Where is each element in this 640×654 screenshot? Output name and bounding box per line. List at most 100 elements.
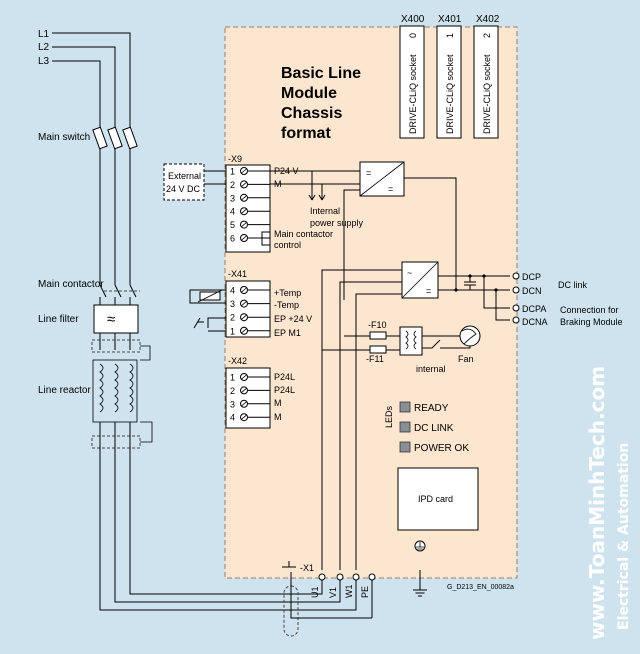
svg-text:~: ~: [407, 268, 412, 278]
socket-header-x400: X400: [401, 14, 425, 25]
socket-x401: [436, 25, 462, 139]
x41-pin-3: 3: [230, 299, 235, 309]
drive-cliq-sockets: X400 X401 X402 DRIVE-CLiQ socket DRIVE-C…: [399, 14, 500, 139]
drawing-code: G_D213_EN_00082a: [447, 584, 514, 591]
line-reactor-label: Line reactor: [38, 385, 91, 396]
x41-pin-1: 1: [230, 326, 235, 336]
external-label-1: External: [168, 171, 201, 181]
rectifier-dc-link: ~ = DCP DCN DCPA DCNA DC link Connection…: [321, 261, 623, 570]
x41-signal-2: -Temp: [274, 300, 299, 310]
x9-pin-2: 2: [230, 180, 235, 190]
watermark-url: www.ToanMinhTech.com: [585, 366, 609, 640]
module-title: Basic Line Module Chassis format: [281, 65, 361, 142]
svg-text:=: =: [366, 168, 371, 178]
led-power-ok: [399, 441, 411, 453]
braking-label-1: Connection for: [560, 305, 619, 315]
x9-pin-1: 1: [230, 167, 235, 177]
ipd-card: [397, 467, 479, 531]
phase-label-l2: L2: [38, 42, 50, 53]
main-switch-label: Main switch: [38, 132, 90, 143]
fuse-f10: -F10: [368, 320, 387, 330]
x42-pin-2: 2: [230, 386, 235, 396]
x42-pin-4: 4: [230, 413, 235, 423]
x9-pin-3: 3: [230, 193, 235, 203]
fan-transformer: [399, 326, 423, 356]
x1-pe: PE: [360, 586, 370, 598]
x42-signal-3: M: [274, 398, 282, 408]
x41-pin-2: 2: [230, 313, 235, 323]
terminal-dcna: DCNA: [522, 317, 548, 327]
line-filter-box: [93, 304, 139, 334]
external-24v-box: [163, 163, 205, 201]
socket-label-2: DRIVE-CLiQ socket: [482, 54, 492, 134]
socket-num-2: 2: [482, 33, 492, 38]
contactor-ctrl-label-1: Main contactor: [274, 229, 333, 239]
internal-label: internal: [416, 364, 446, 374]
x42-signal-2: P24L: [274, 385, 295, 395]
socket-x402: [473, 25, 499, 139]
x9-pin-5: 5: [230, 220, 235, 230]
svg-text:≈: ≈: [107, 311, 115, 328]
socket-header-x401: X401: [438, 14, 462, 25]
contactor-ctrl-label-2: control: [274, 240, 301, 250]
x42-signal-1: P24L: [274, 372, 295, 382]
x41-header: -X41: [228, 269, 247, 279]
socket-num-0: 0: [408, 33, 418, 38]
led-panel: LEDs READY DC LINK POWER OK: [384, 401, 469, 454]
x9-header: -X9: [228, 154, 242, 164]
x42-header: -X42: [228, 356, 247, 366]
phase-lines: L1 L2 L3 ≈: [38, 29, 373, 637]
x42-pin-3: 3: [230, 399, 235, 409]
x1-u1: U1: [310, 586, 320, 598]
title-line-4: format: [281, 125, 331, 142]
leds-title: LEDs: [384, 405, 394, 428]
terminal-dcn: DCN: [522, 286, 542, 296]
x1-terminals: -X1 U1 V1 W1 PE: [282, 561, 376, 599]
x41-signal-3: EP +24 V: [274, 314, 312, 324]
x1-v1: V1: [328, 587, 338, 598]
socket-label-1: DRIVE-CLiQ socket: [445, 54, 455, 134]
title-line-1: Basic Line: [281, 65, 361, 82]
socket-header-x402: X402: [476, 14, 500, 25]
external-label-2: 24 V DC: [166, 184, 201, 194]
terminal-dcpa: DCPA: [522, 304, 546, 314]
phase-label-l1: L1: [38, 29, 50, 40]
watermark-subtitle: Electrical & Automation: [616, 443, 632, 630]
internal-ps-label-2: power supply: [310, 218, 364, 228]
x41-pin-4: 4: [230, 286, 235, 296]
led-dc-link: [399, 421, 411, 433]
internal-ps-label-1: Internal: [310, 206, 340, 216]
led-dc-link-label: DC LINK: [414, 423, 454, 434]
braking-label-2: Braking Module: [560, 317, 623, 327]
led-ready: [399, 401, 411, 413]
socket-x400: [399, 25, 425, 139]
title-line-3: Chassis: [281, 105, 342, 122]
x41-terminal-block: -X41 4 3 2 1 +Temp -Temp EP +24 V EP M1: [189, 269, 312, 338]
fan-section: -F10 -F11 Fan internal: [322, 320, 481, 374]
x1-w1: W1: [344, 585, 354, 599]
x1-header: -X1: [300, 563, 314, 573]
led-power-ok-label: POWER OK: [414, 443, 469, 454]
phase-label-l3: L3: [38, 56, 50, 67]
line-filter-label: Line filter: [38, 314, 79, 325]
ipd-card-label: IPD card: [418, 494, 453, 504]
line-reactor-box: [92, 359, 138, 423]
svg-text:=: =: [388, 184, 393, 194]
x9-pin-6: 6: [230, 234, 235, 244]
x9-pin-4: 4: [230, 207, 235, 217]
fuse-f11: -F11: [366, 354, 384, 364]
x41-signal-4: EP M1: [274, 328, 301, 338]
svg-text:=: =: [426, 286, 431, 296]
dc-link-label: DC link: [558, 280, 588, 290]
socket-label-0: DRIVE-CLiQ socket: [408, 54, 418, 134]
led-ready-label: READY: [414, 403, 449, 414]
fan-icon: [459, 325, 481, 347]
terminal-dcp: DCP: [522, 272, 541, 282]
internal-ground-icon: [413, 540, 427, 597]
x41-signal-1: +Temp: [274, 288, 301, 298]
x42-pin-1: 1: [230, 373, 235, 383]
